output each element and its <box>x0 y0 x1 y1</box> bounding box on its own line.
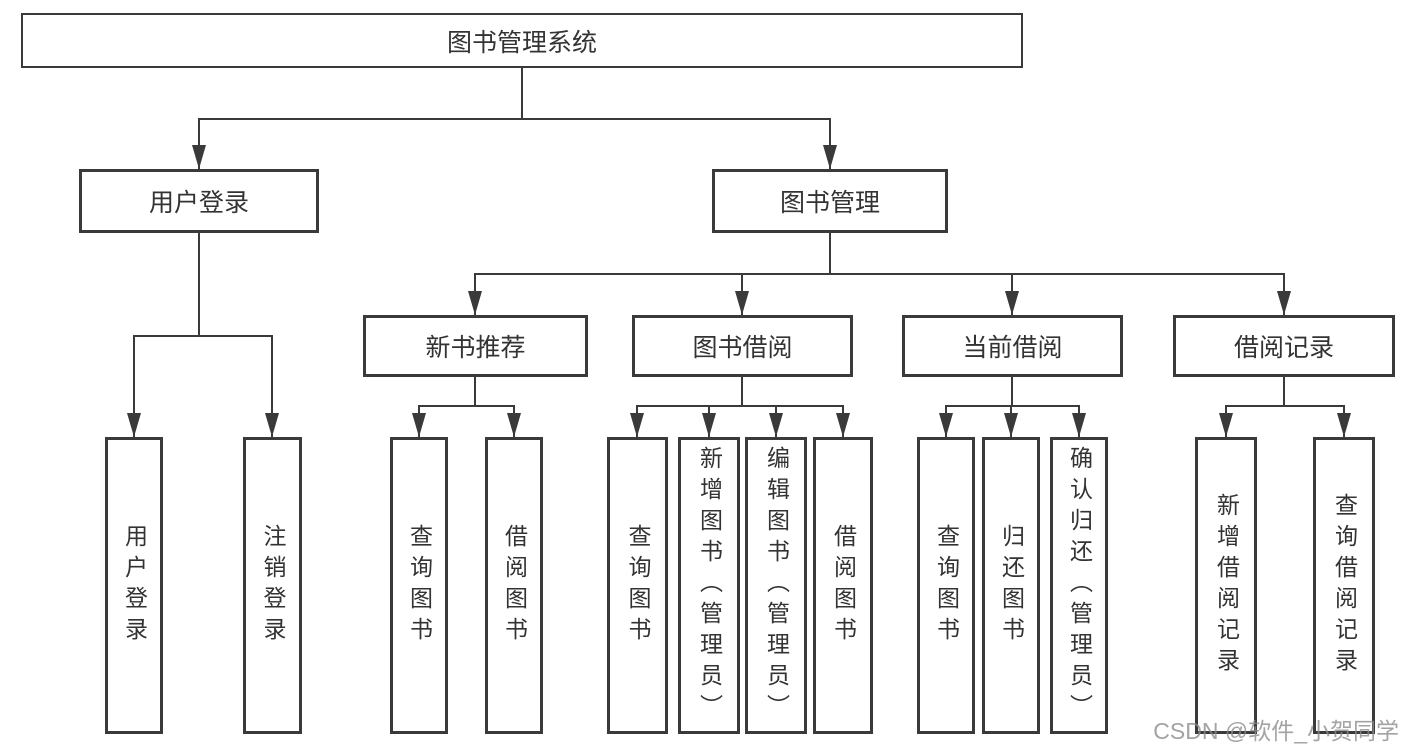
connector-arrowhead-down <box>265 413 279 437</box>
leaf-borrow-books: 借阅图书 <box>813 437 873 734</box>
connector-line <box>474 377 476 407</box>
leaf-query-books-current: 查询图书 <box>917 437 975 734</box>
leaf-query-books-recommend: 查询图书 <box>390 437 448 734</box>
connector-arrowhead-down <box>735 291 749 315</box>
leaf-user-login: 用户登录 <box>105 437 163 734</box>
connector-arrowhead-down <box>412 413 426 437</box>
connector-line <box>133 335 135 437</box>
leaf-query-books-borrow: 查询图书 <box>607 437 668 734</box>
connector-arrowhead-down <box>1277 291 1291 315</box>
node-library-management-system: 图书管理系统 <box>21 13 1023 68</box>
leaf-query-borrow-record: 查询借阅记录 <box>1313 437 1375 734</box>
connector-line <box>829 118 831 169</box>
leaf-logout: 注销登录 <box>243 437 302 734</box>
connector-line <box>636 405 844 407</box>
connector-line <box>741 377 743 407</box>
connector-line <box>1283 377 1285 407</box>
node-borrow-records: 借阅记录 <box>1173 315 1395 377</box>
connector-arrowhead-down <box>1072 413 1086 437</box>
connector-arrowhead-down <box>702 413 716 437</box>
leaf-add-borrow-record: 新增借阅记录 <box>1195 437 1257 734</box>
node-new-book-recommend: 新书推荐 <box>363 315 588 377</box>
connector-arrowhead-down <box>127 413 141 437</box>
connector-arrowhead-down <box>823 145 837 169</box>
connector-arrowhead-down <box>939 413 953 437</box>
connector-arrowhead-down <box>507 413 521 437</box>
node-book-borrow: 图书借阅 <box>632 315 853 377</box>
connector-line <box>198 118 831 120</box>
leaf-return-book: 归还图书 <box>982 437 1040 734</box>
leaf-borrow-books-recommend: 借阅图书 <box>485 437 543 734</box>
connector-arrowhead-down <box>836 413 850 437</box>
node-current-borrow: 当前借阅 <box>902 315 1123 377</box>
connector-arrowhead-down <box>630 413 644 437</box>
connector-line <box>474 273 1285 275</box>
connector-arrowhead-down <box>1004 413 1018 437</box>
node-book-management: 图书管理 <box>712 169 948 233</box>
node-user-login: 用户登录 <box>79 169 319 233</box>
connector-line <box>521 68 523 120</box>
leaf-add-book-admin: 新增图书（管理员） <box>678 437 740 734</box>
connector-line <box>1225 405 1345 407</box>
connector-arrowhead-down <box>1337 413 1351 437</box>
connector-arrowhead-down <box>192 145 206 169</box>
connector-line <box>945 405 1080 407</box>
leaf-edit-book-admin: 编辑图书（管理员） <box>745 437 807 734</box>
watermark: CSDN @软件_小贺同学 <box>1153 718 1399 744</box>
connector-line <box>198 118 200 169</box>
connector-arrowhead-down <box>769 413 783 437</box>
connector-line <box>133 335 273 337</box>
connector-line <box>198 233 200 337</box>
connector-arrowhead-down <box>1005 291 1019 315</box>
connector-line <box>418 405 515 407</box>
leaf-confirm-return-admin: 确认归还（管理员） <box>1050 437 1108 734</box>
connector-arrowhead-down <box>1219 413 1233 437</box>
connector-arrowhead-down <box>468 291 482 315</box>
connector-line <box>271 335 273 437</box>
connector-line <box>829 232 831 275</box>
connector-line <box>1011 377 1013 407</box>
